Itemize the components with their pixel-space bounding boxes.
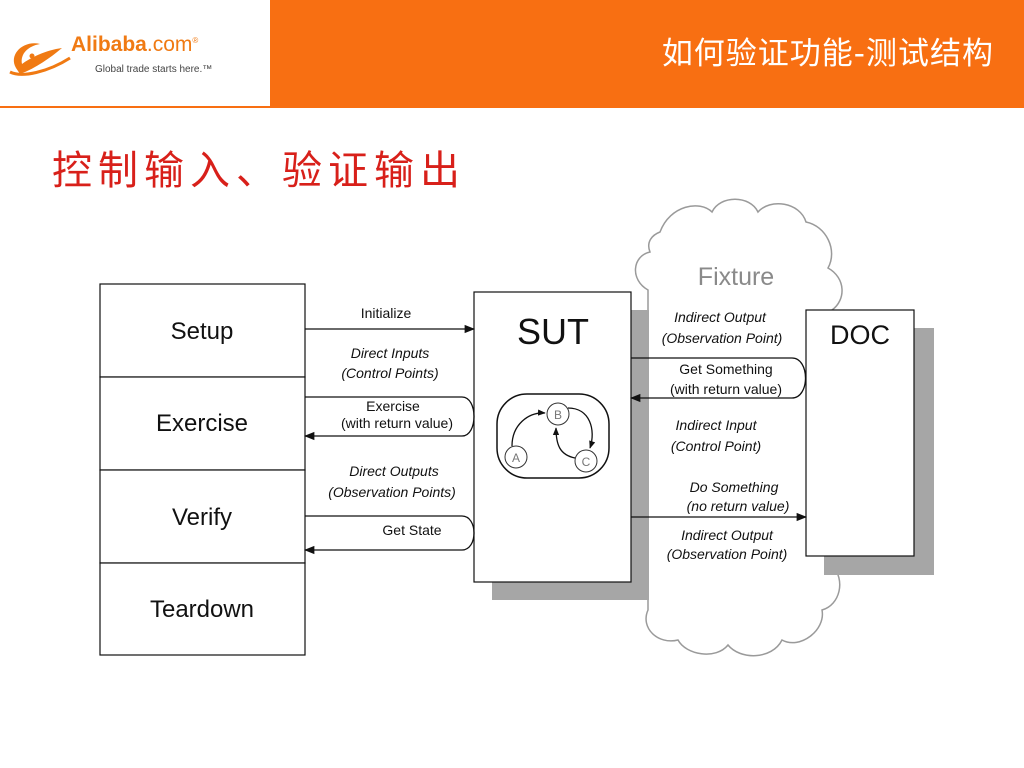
get-something-return-label: (with return value) xyxy=(670,381,782,397)
phase-stack: Setup Exercise Verify Teardown xyxy=(99,283,306,656)
doc-box xyxy=(805,309,915,557)
header-rule xyxy=(0,106,270,108)
state-a xyxy=(504,445,528,469)
observation-point-bottom-label: (Observation Point) xyxy=(667,546,788,562)
alibaba-logo-icon xyxy=(9,43,71,76)
transition-c-b xyxy=(552,427,576,459)
exercise-arrow xyxy=(303,396,475,441)
get-something-label: Get Something xyxy=(679,361,772,377)
control-points-label: (Control Points) xyxy=(341,365,438,381)
observation-point-top-label: (Observation Point) xyxy=(662,330,783,346)
indirect-output-bottom-label: Indirect Output xyxy=(681,527,774,543)
transition-a-b xyxy=(511,409,546,447)
header-band: 如何验证功能-测试结构 xyxy=(270,0,1024,108)
logo-slogan: Global trade starts here.™ xyxy=(95,64,213,75)
direct-outputs-label: Direct Outputs xyxy=(349,463,438,479)
transition-b-c xyxy=(567,407,596,449)
phase-setup: Setup xyxy=(171,318,234,345)
logo: Alibaba.com® Global trade starts here.™ xyxy=(0,0,270,106)
phase-teardown: Teardown xyxy=(150,596,254,623)
slide-heading: 控制输入、验证输出 xyxy=(52,148,466,194)
observation-points-label: (Observation Points) xyxy=(328,484,456,500)
exercise-call-label: Exercise xyxy=(366,398,420,414)
get-state-arrow xyxy=(303,515,475,555)
state-a-label: A xyxy=(512,451,520,465)
indirect-input-label: Indirect Input xyxy=(676,417,758,433)
get-state-label: Get State xyxy=(382,522,441,538)
state-c xyxy=(574,449,598,473)
fixture-cloud xyxy=(634,198,843,657)
slide-title: 如何验证功能-测试结构 xyxy=(661,36,994,72)
logo-wordmark: Alibaba.com® xyxy=(71,33,199,56)
doc-label: DOC xyxy=(830,320,890,350)
state-b xyxy=(546,402,570,426)
phase-exercise: Exercise xyxy=(156,410,248,437)
state-b-label: B xyxy=(554,408,562,422)
initialize-label: Initialize xyxy=(361,305,412,321)
control-point-label: (Control Point) xyxy=(671,438,761,454)
fixture-label: Fixture xyxy=(698,263,774,291)
do-something-label: Do Something xyxy=(690,479,779,495)
get-something-arrow xyxy=(629,357,806,403)
direct-inputs-label: Direct Inputs xyxy=(351,345,430,361)
exercise-return-label: (with return value) xyxy=(341,415,453,431)
state-c-label: C xyxy=(582,455,591,469)
no-return-value-label: (no return value) xyxy=(687,498,790,514)
sut-label: SUT xyxy=(517,311,589,352)
phase-verify: Verify xyxy=(172,504,232,531)
indirect-output-top-label: Indirect Output xyxy=(674,309,767,325)
